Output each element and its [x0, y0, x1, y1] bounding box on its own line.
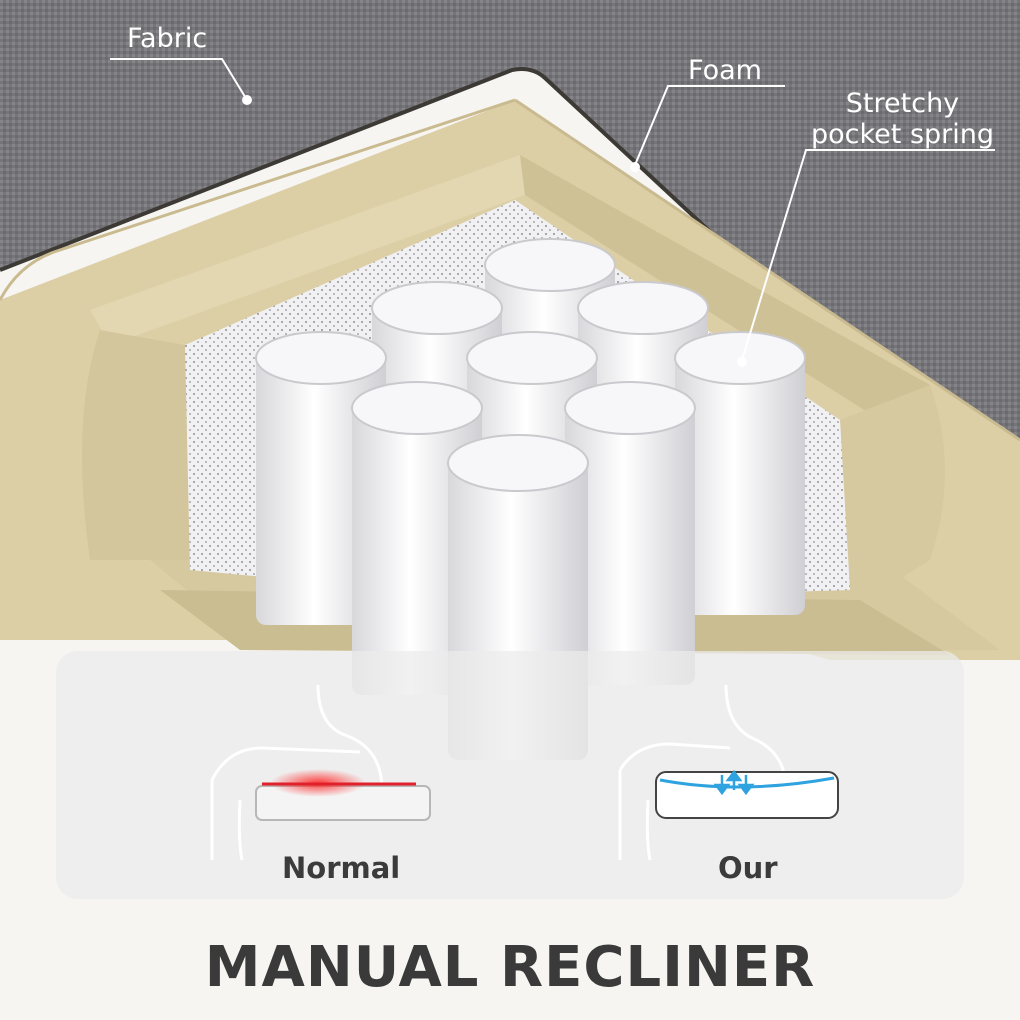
fabric-label: Fabric	[127, 23, 208, 54]
fabric-callout-dot	[242, 95, 252, 105]
fabric-callout-line	[110, 58, 248, 101]
foam-callout-line	[634, 85, 785, 166]
support-arrows-icon	[713, 769, 755, 796]
normal-label: Normal	[282, 851, 401, 885]
foam-callout-dot	[630, 162, 640, 172]
headline: MANUAL RECLINER	[204, 935, 816, 1000]
foam-label: Foam	[688, 55, 762, 86]
spring-callout-line	[741, 149, 995, 361]
spring-callout-dot	[737, 357, 747, 367]
callout-lines	[110, 58, 995, 367]
our-seat-diagram	[618, 684, 839, 861]
pocket-spring-label-line2: pocket spring	[810, 119, 994, 150]
pocket-spring	[564, 381, 696, 685]
fabric-cover	[0, 0, 1020, 522]
pocket-spring-label-line1: Stretchy	[845, 88, 960, 119]
pocket-spring-label: Stretchy pocket spring	[811, 88, 994, 150]
pocket-springs	[255, 238, 806, 760]
our-label: Our	[718, 851, 778, 885]
